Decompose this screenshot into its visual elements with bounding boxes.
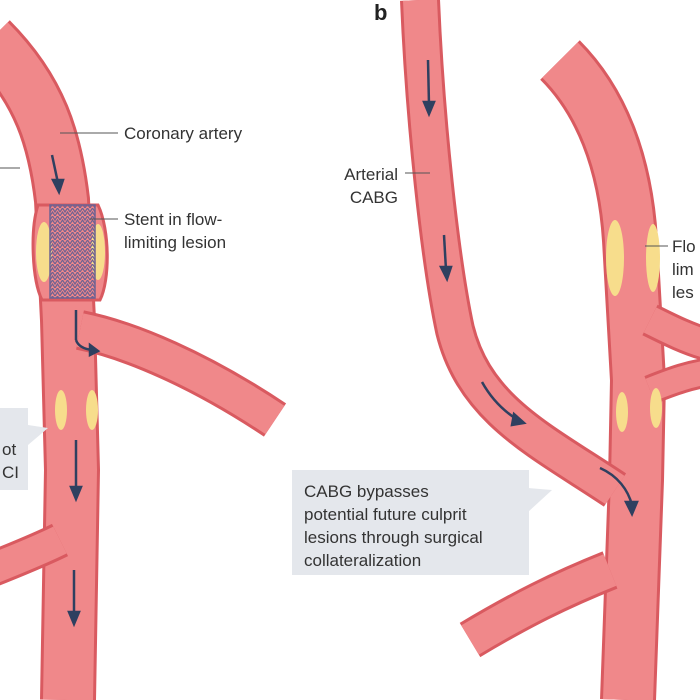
cabg-callout-line1: CABG bypasses	[304, 482, 429, 501]
coronary-artery-label: Coronary artery	[124, 124, 243, 143]
plaque-b-upper-left	[606, 220, 624, 296]
plaque-b-lower-left	[616, 392, 628, 432]
stent-mesh	[49, 204, 96, 299]
plaque-lower-right	[86, 390, 98, 430]
flow-label-line3: les	[672, 283, 694, 302]
panel-b: Arterial CABG Flo lim les CABG bypasses …	[292, 0, 700, 700]
plaque-b-upper-right	[646, 224, 660, 292]
stent-label-line1: Stent in flow-	[124, 210, 222, 229]
flow-arrows-panel-b	[422, 59, 639, 518]
plaque-left-stent	[36, 222, 52, 282]
flow-arrows-panel-a	[50, 154, 101, 628]
flow-label-line2: lim	[672, 260, 694, 279]
plaque-b-lower-right	[650, 388, 662, 428]
left-callout-box	[0, 408, 28, 490]
cabg-callout-line4: collateralization	[304, 551, 421, 570]
left-callout-line2: CI	[2, 463, 19, 482]
left-callout-line1: ot	[2, 440, 16, 459]
flow-label-line1: Flo	[672, 237, 696, 256]
cabg-callout: CABG bypasses potential future culprit l…	[292, 470, 552, 575]
plaque-lower-left	[55, 390, 67, 430]
cabg-callout-line2: potential future culprit	[304, 505, 467, 524]
stent-label-line2: limiting lesion	[124, 233, 226, 252]
panel-a: ot CI Coronary artery Stent in flow- lim…	[0, 20, 287, 700]
arterial-label-line1: Arterial	[344, 165, 398, 184]
arterial-label-line2: CABG	[350, 188, 398, 207]
cabg-callout-line3: lesions through surgical	[304, 528, 483, 547]
panel-b-label: b	[374, 0, 387, 25]
